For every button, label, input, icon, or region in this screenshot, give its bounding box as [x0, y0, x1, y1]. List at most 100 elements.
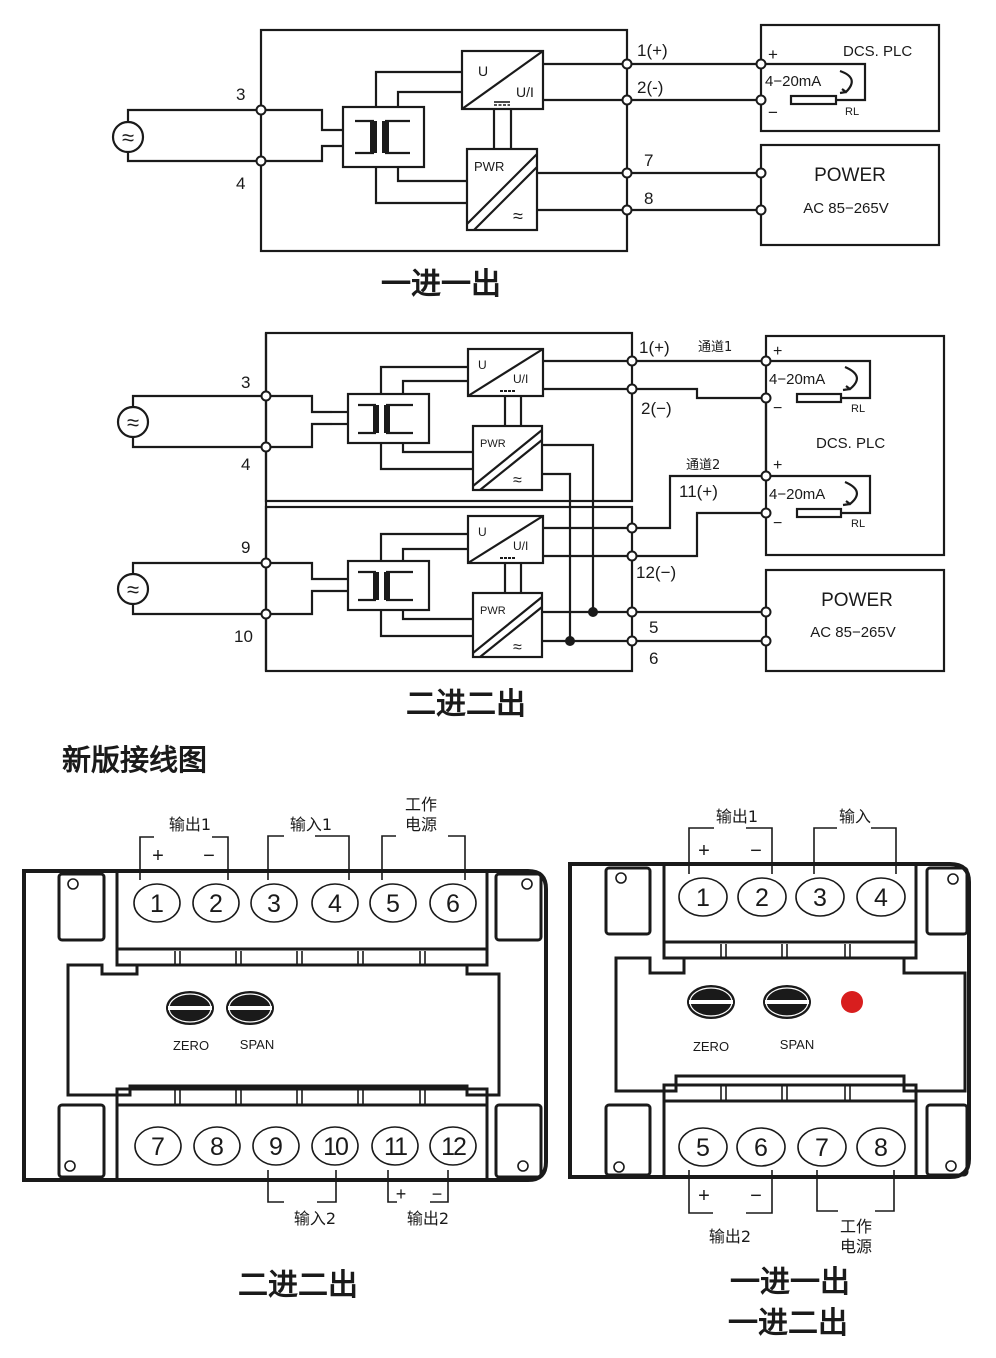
plus-sign: + — [152, 845, 164, 867]
isolation-transformer-icon — [346, 559, 431, 612]
converter-output-label: U/I — [516, 84, 534, 100]
terminal-screw[interactable] — [678, 877, 728, 917]
terminal-screw[interactable] — [856, 1127, 906, 1167]
current-label: 4−20mA — [765, 73, 821, 90]
converter-input-label: U — [478, 525, 487, 539]
current-label: 4−20mA — [769, 486, 825, 503]
power-bracket: 工作 电源 — [816, 1170, 895, 1256]
terminal-label: 12(−) — [636, 563, 676, 582]
terminal-screw[interactable] — [369, 883, 417, 923]
terminal-label: 11(+) — [679, 482, 718, 501]
terminal-screw[interactable] — [429, 1126, 477, 1166]
terminal-label: 3 — [241, 373, 250, 392]
terminal-number: 4 — [328, 890, 342, 918]
converter-input-label: U — [478, 63, 488, 79]
channel-1: ≈ U U/I — [116, 347, 632, 641]
ac-symbol: ≈ — [513, 206, 523, 226]
isolation-transformer-icon — [346, 392, 431, 445]
terminal-label: 6 — [649, 649, 658, 668]
span-label: SPAN — [780, 1037, 814, 1052]
pwr-label: PWR — [480, 605, 506, 617]
terminal-screw[interactable] — [736, 1127, 786, 1167]
terminal-screw[interactable] — [856, 877, 906, 917]
terminal-number: 6 — [446, 890, 460, 918]
terminal-screw[interactable] — [795, 877, 845, 917]
terminal-screw[interactable] — [192, 883, 240, 923]
plus-sign: + — [773, 343, 782, 360]
zero-label: ZERO — [173, 1038, 209, 1053]
terminal-label: 2(−) — [641, 399, 672, 418]
terminal-label: 7 — [644, 151, 653, 170]
terminal-number: 5 — [386, 890, 400, 918]
group-label: 输出2 — [709, 1227, 751, 1246]
terminal-number: 10 — [323, 1133, 348, 1161]
channel-1-label: 通道1 — [698, 340, 732, 355]
ac-symbol: ≈ — [513, 472, 522, 489]
svg-text:≈: ≈ — [122, 125, 134, 150]
power-supply-block: PWR ≈ — [471, 424, 544, 492]
zero-label: ZERO — [693, 1039, 729, 1054]
diagram-caption: 一进一出 — [381, 267, 501, 302]
terminal-1 — [621, 58, 633, 70]
diagram-caption: 二进二出 — [406, 687, 526, 722]
terminal-7 — [621, 167, 633, 179]
terminal-screw[interactable] — [371, 1126, 419, 1166]
current-arrow-icon — [842, 480, 858, 507]
load-resistor-icon — [795, 507, 843, 519]
top-terminal-row: 1 2 3 4 — [678, 877, 906, 917]
minus-sign: − — [768, 103, 778, 122]
signal-converter-block: U U/I — [460, 49, 545, 111]
terminal-number: 2 — [755, 884, 769, 912]
terminal-screw[interactable] — [193, 1126, 241, 1166]
diagram-dual-channel: ≈ U U/I — [116, 331, 946, 722]
dcs-plc-box: DCS. PLC + − + − 4−20mA 4−20mA RL RL — [760, 334, 946, 557]
zero-potentiometer[interactable] — [687, 985, 735, 1019]
output2-bracket: + − 输出2 — [688, 1170, 773, 1246]
plus-sign: + — [698, 840, 710, 862]
group-label: 输出2 — [407, 1209, 449, 1228]
terminal-label: 8 — [644, 189, 653, 208]
span-label: SPAN — [240, 1037, 274, 1052]
group-label: 输入1 — [290, 815, 332, 834]
terminal-screw[interactable] — [678, 1127, 728, 1167]
svg-text:≈: ≈ — [127, 410, 139, 435]
power-spec: AC 85−265V — [810, 624, 895, 641]
terminal-number: 8 — [874, 1134, 888, 1162]
terminal-screw[interactable] — [737, 877, 787, 917]
group-label: 电源 — [405, 815, 437, 834]
power-supply-block: PWR ≈ — [471, 591, 544, 659]
span-potentiometer[interactable] — [763, 985, 811, 1019]
output1-bracket: 输出1 + − — [688, 807, 773, 874]
terminal-number: 6 — [754, 1134, 768, 1162]
output2-bracket: 输出2 + − — [387, 1170, 449, 1228]
module-caption: 二进二出 — [238, 1268, 358, 1303]
terminal-screw[interactable] — [252, 1126, 300, 1166]
terminal-screw[interactable] — [429, 883, 477, 923]
terminal-number: 8 — [210, 1133, 224, 1161]
zero-potentiometer[interactable] — [166, 991, 214, 1025]
terminal-number: 3 — [267, 890, 281, 918]
terminal-screw[interactable] — [250, 883, 298, 923]
terminal-3 — [255, 104, 267, 116]
terminal-number: 1 — [150, 890, 164, 918]
current-arrow-icon — [839, 69, 853, 95]
terminal-screw[interactable] — [133, 883, 181, 923]
terminal-screw[interactable] — [311, 1126, 359, 1166]
terminal-screw[interactable] — [311, 883, 359, 923]
plus-sign: + — [698, 1185, 710, 1207]
terminal-4 — [255, 155, 267, 167]
terminal-screw[interactable] — [797, 1127, 847, 1167]
span-potentiometer[interactable] — [226, 991, 274, 1025]
terminal-label: 2(-) — [637, 78, 663, 97]
svg-text:≈: ≈ — [127, 577, 139, 602]
terminal-label: 1(+) — [639, 338, 670, 357]
input1-bracket: 输入1 — [267, 815, 350, 880]
converter-output-label: U/I — [513, 539, 528, 553]
terminal-number: 1 — [696, 884, 710, 912]
terminal-number: 7 — [815, 1134, 829, 1162]
terminal-number: 5 — [696, 1134, 710, 1162]
output1-bracket: 输出1 + − — [139, 815, 229, 880]
terminal-screw[interactable] — [134, 1126, 182, 1166]
terminal-8 — [621, 204, 633, 216]
